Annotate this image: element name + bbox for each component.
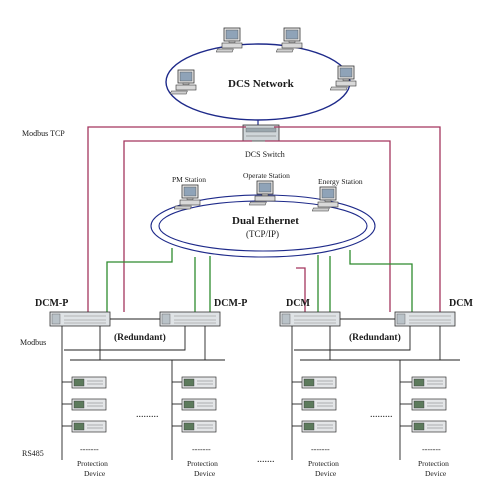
rs485-wiring (61, 326, 460, 460)
operate-station-label: Operate Station (243, 171, 290, 180)
workstation-icon (215, 27, 243, 53)
rs485-dashes-2: ------- (192, 445, 211, 454)
workstation-icon (169, 69, 197, 95)
dcs-switch-label: DCS Switch (245, 150, 285, 159)
dual-ethernet-label: Dual Ethernet (232, 215, 299, 227)
rs485-dashes-3: ------- (311, 445, 330, 454)
protection-device-icon (411, 376, 447, 389)
modbus-tcp-label: Modbus TCP (22, 129, 65, 138)
dcm-p-left-label: DCM-P (35, 298, 68, 309)
dcs-switch-icon (242, 124, 280, 142)
protection-device-icon (301, 398, 337, 411)
rs485-dashes-4: ------- (422, 445, 441, 454)
dcm-p-right-label: DCM-P (214, 298, 247, 309)
protection-device-icon (71, 376, 107, 389)
protection-device-icon (411, 420, 447, 433)
rs485-dashes-1: ------- (80, 445, 99, 454)
protection-device-icon (181, 420, 217, 433)
dcm-right-label: DCM (449, 298, 473, 309)
pm-station-label: PM Station (172, 175, 206, 184)
dcm-left-unit (279, 311, 341, 327)
redundant-right-label: (Redundant) (349, 332, 401, 343)
modbus-label: Modbus (20, 338, 46, 347)
redundant-left-label: (Redundant) (114, 332, 166, 343)
ellipsis-right: ......... (370, 409, 393, 420)
protection-device-icon (301, 376, 337, 389)
dcs-network-label: DCS Network (228, 78, 295, 90)
workstation-icon (275, 27, 303, 53)
protection-device-icon (301, 420, 337, 433)
protection-device-icon (71, 398, 107, 411)
protection-device-icon (181, 398, 217, 411)
protection-device-label-3: Protection (308, 459, 339, 468)
protection-device-icon (71, 420, 107, 433)
protection-device-label-1: Protection (77, 459, 108, 468)
protection-device-icon (181, 376, 217, 389)
protection-device-label-1b: Device (84, 469, 106, 478)
dcm-right-unit (394, 311, 456, 327)
protection-device-label-4: Protection (418, 459, 449, 468)
tcp-ip-label: (TCP/IP) (246, 229, 279, 239)
protection-device-label-4b: Device (425, 469, 447, 478)
dcm-p-right-unit (159, 311, 221, 327)
modbus-tcp-links (87, 126, 441, 312)
protection-device-label-3b: Device (315, 469, 337, 478)
protection-device-label-2b: Device (194, 469, 216, 478)
ellipsis-bottom: ....... (257, 454, 275, 465)
dcm-p-left-unit (49, 311, 111, 327)
protection-device-label-2: Protection (187, 459, 218, 468)
ethernet-links (106, 248, 413, 312)
energy-station-label: Energy Station (318, 177, 363, 186)
protection-device-icon (411, 398, 447, 411)
rs485-label: RS485 (22, 449, 44, 458)
ellipsis-left: ......... (136, 409, 159, 420)
dcm-left-label: DCM (286, 298, 310, 309)
workstation-icon (329, 65, 357, 91)
